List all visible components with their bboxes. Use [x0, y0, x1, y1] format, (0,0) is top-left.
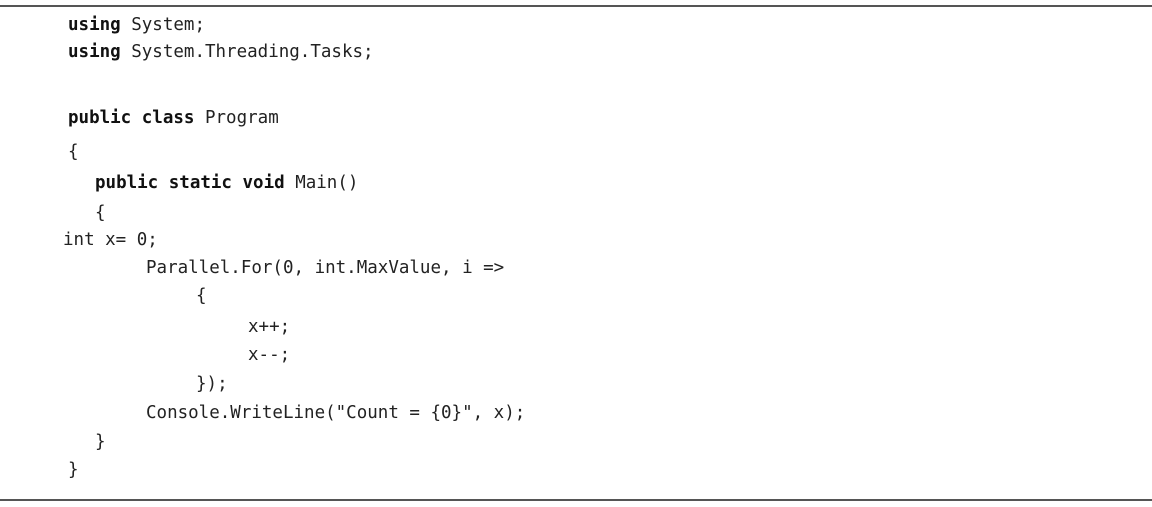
code-text: }: [95, 432, 106, 452]
code-line: });: [196, 373, 228, 395]
keyword: using: [68, 15, 121, 35]
code-line: Parallel.For(0, int.MaxValue, i =>: [146, 257, 504, 279]
top-rule: [0, 5, 1152, 7]
code-text: Program: [194, 108, 279, 128]
code-line: int x= 0;: [63, 229, 158, 251]
code-text: {: [196, 286, 207, 306]
code-line: x--;: [248, 344, 290, 366]
keyword: public static void: [95, 173, 285, 193]
code-line: }: [95, 431, 106, 453]
code-line: public class Program: [68, 107, 279, 129]
code-text: {: [68, 142, 79, 162]
code-line: Console.WriteLine("Count = {0}", x);: [146, 402, 525, 424]
code-line: {: [95, 202, 106, 224]
code-line: using System.Threading.Tasks;: [68, 41, 374, 63]
bottom-rule: [0, 499, 1152, 501]
code-text: Console.WriteLine("Count = {0}", x);: [146, 403, 526, 423]
code-line: x++;: [248, 316, 290, 338]
keyword: public class: [68, 108, 195, 128]
code-text: System.Threading.Tasks;: [120, 42, 374, 62]
code-line: public static void Main(): [95, 172, 358, 194]
code-text: x--;: [248, 345, 291, 365]
code-line: {: [68, 141, 79, 163]
code-text: Parallel.For(0, int.MaxValue, i =>: [146, 258, 505, 278]
keyword: using: [68, 42, 121, 62]
code-text: {: [95, 203, 106, 223]
code-text: System;: [120, 15, 205, 35]
code-text: });: [196, 374, 228, 394]
code-text: x++;: [248, 317, 291, 337]
code-text: Main(): [284, 173, 359, 193]
code-text: }: [68, 460, 79, 480]
code-line: }: [68, 459, 79, 481]
code-text: int x= 0;: [63, 230, 158, 250]
code-line: {: [196, 285, 207, 307]
code-line: using System;: [68, 14, 205, 36]
